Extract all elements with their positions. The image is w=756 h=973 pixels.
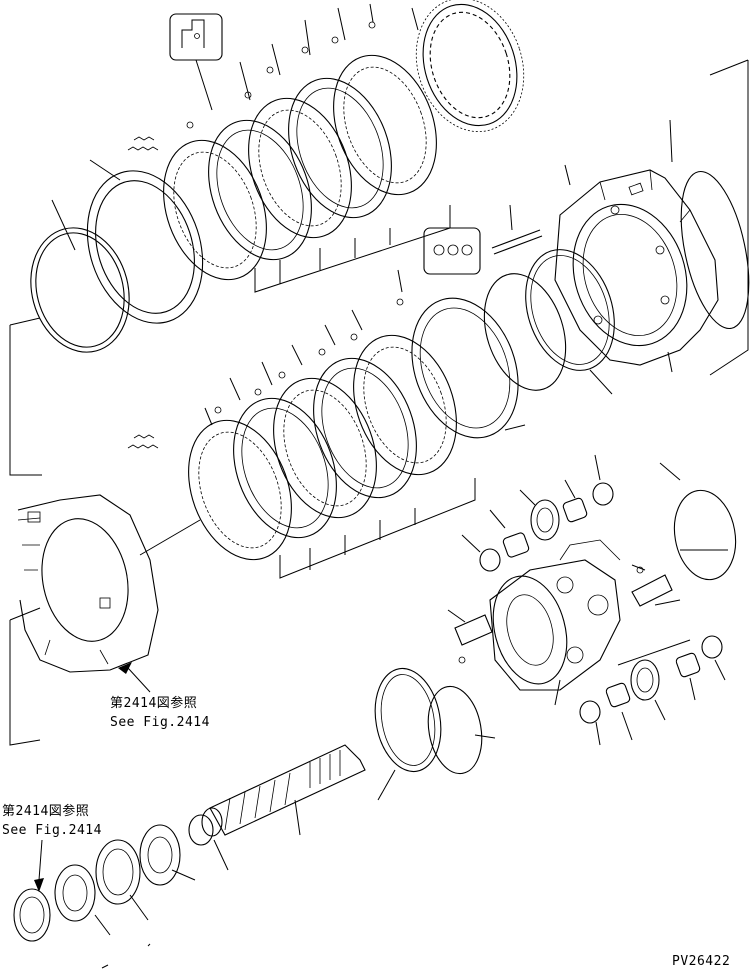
middle-pin-detail-inset <box>423 227 481 275</box>
thrust-washer-lower-right <box>701 635 723 659</box>
planet-gear-upper <box>530 499 560 541</box>
piston-ring-small <box>427 685 483 775</box>
piston-ring-large <box>374 667 442 773</box>
upper-callout-jp: 第2414図参照 <box>110 696 198 711</box>
needle-bearing-left <box>502 532 530 558</box>
upper-disc-1 <box>163 139 267 281</box>
lower-callout-en: See Fig.2414 <box>2 823 102 838</box>
upper-disc-4 <box>288 77 392 219</box>
tapered-roller-bearing <box>54 864 96 922</box>
upper-plate-ring-group <box>30 0 525 353</box>
planet-gear-lower <box>630 659 660 701</box>
upper-snap-ring <box>30 227 130 353</box>
middle-leader-lines <box>139 204 613 579</box>
needle-bearing-lower-left <box>605 682 631 708</box>
figure-code: PV26422 <box>672 954 731 969</box>
housing-seal-ring <box>680 170 750 330</box>
middle-disc-5 <box>353 334 457 476</box>
planetary-leader-lines <box>447 454 737 746</box>
middle-end-plate <box>411 297 519 439</box>
lower-leader-lines <box>9 607 496 969</box>
upper-pin-detail-inset <box>169 13 223 61</box>
sun-gear <box>139 824 181 886</box>
lower-shaft-group <box>13 667 483 942</box>
middle-disc-1 <box>188 419 292 561</box>
lower-callout-jp: 第2414図参照 <box>2 804 90 819</box>
callout-arrow-upper <box>118 662 132 674</box>
housing-leader-lines <box>564 59 750 376</box>
upper-disc-2 <box>208 119 312 261</box>
bearing-outer-race <box>13 888 51 942</box>
upper-end-plate <box>86 170 204 324</box>
planet-shaft-left <box>454 614 493 646</box>
middle-disc-4 <box>313 357 417 499</box>
middle-plate-ring-group <box>127 227 615 561</box>
planet-shaft-right <box>631 574 673 607</box>
middle-disc-2 <box>233 397 337 539</box>
planetary-carrier <box>489 539 621 691</box>
needle-bearing-lower-right <box>675 652 701 678</box>
middle-spring-set <box>127 444 159 449</box>
thrust-washer-lower-left <box>579 700 601 724</box>
upper-callout-en: See Fig.2414 <box>110 715 210 730</box>
planet-gear-set <box>454 482 723 724</box>
clutch-housing <box>554 169 719 366</box>
anchor-pin <box>491 229 543 255</box>
middle-snap-ring <box>483 273 567 391</box>
needle-bearing-right <box>562 497 588 523</box>
carrier-cover <box>17 494 159 693</box>
thrust-washer-left <box>479 548 501 572</box>
right-snap-ring <box>673 489 737 581</box>
upper-ring-gear <box>422 3 518 127</box>
upper-disc-5 <box>333 54 437 196</box>
piston-seal-ring <box>525 249 615 371</box>
ball-bearing <box>95 839 141 905</box>
output-shaft <box>209 744 366 836</box>
shaft-snap-ring <box>188 814 214 846</box>
callout-arrow-lower <box>34 878 44 892</box>
upper-disc-3 <box>248 97 352 239</box>
middle-disc-3 <box>273 377 377 519</box>
upper-leader-lines <box>9 3 451 476</box>
thrust-washer-right <box>592 482 614 506</box>
upper-spring-set <box>127 146 159 151</box>
